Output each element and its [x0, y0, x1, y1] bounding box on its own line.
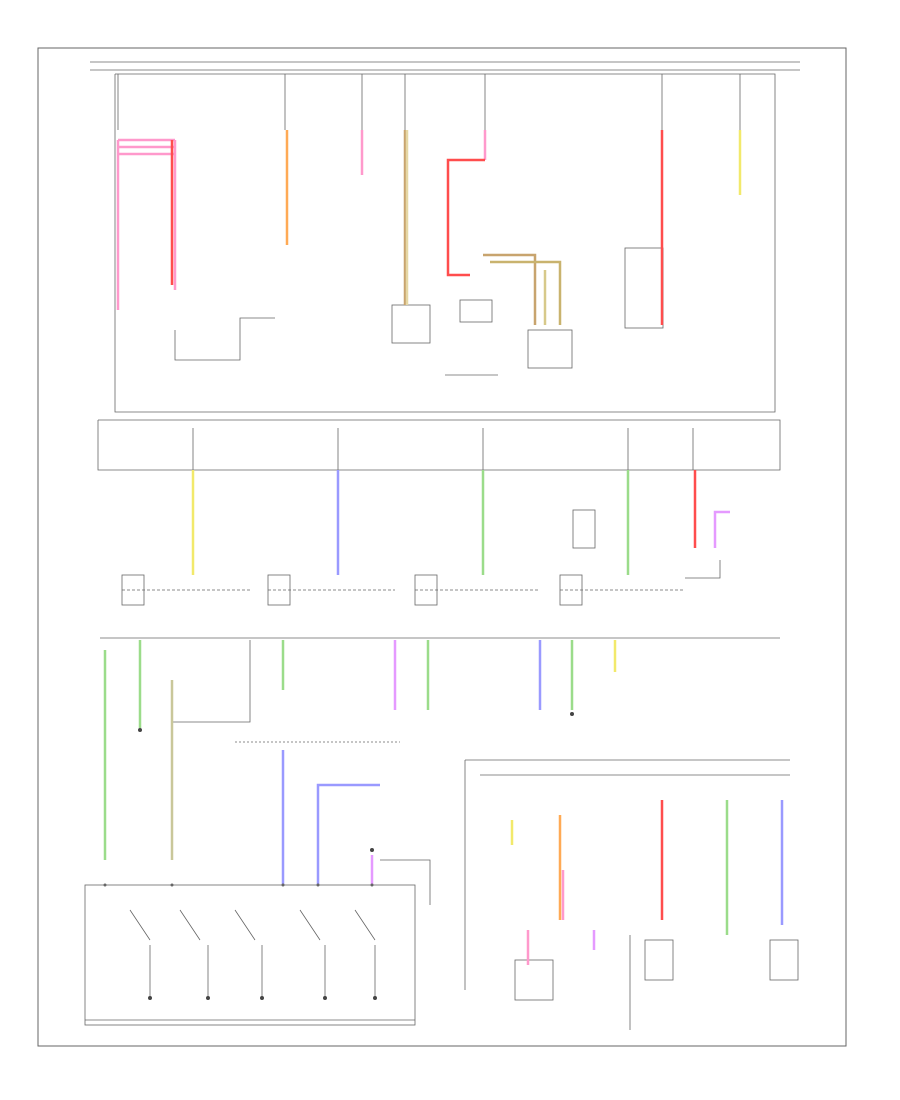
bottom-section — [84, 741, 799, 1030]
middle-section — [97, 419, 781, 723]
middle-wires — [103, 470, 730, 860]
diagram-frame — [37, 47, 847, 1047]
bottom-wires — [281, 750, 784, 965]
connector-icon — [103, 883, 374, 887]
ground-icon — [138, 712, 574, 1000]
top-wires — [116, 130, 742, 325]
top-section — [90, 61, 800, 413]
